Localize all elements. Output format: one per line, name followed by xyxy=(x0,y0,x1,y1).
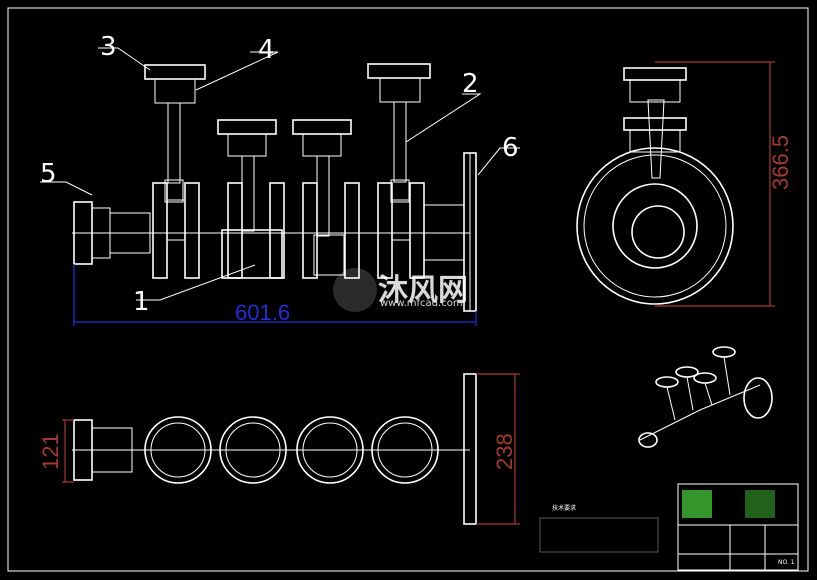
callout-3: 3 xyxy=(100,32,117,62)
callout-5: 5 xyxy=(40,159,57,189)
dimension-height-side: 366.5 xyxy=(768,135,793,190)
front-view[interactable]: 3 4 5 1 2 6 601.6 xyxy=(40,32,520,326)
dimension-height-bottom-left: 121 xyxy=(38,433,63,470)
piston-1 xyxy=(144,64,206,203)
title-block[interactable]: NO. 1 xyxy=(677,483,799,571)
callout-2: 2 xyxy=(462,69,479,99)
watermark: 沐风网 www.mfcad.com xyxy=(333,268,468,312)
bottom-view[interactable]: 121 238 xyxy=(38,373,520,525)
dimension-width-front: 601.6 xyxy=(235,300,290,325)
dimension-height-bottom-right: 238 xyxy=(492,433,517,470)
isometric-view[interactable] xyxy=(638,346,773,448)
watermark-brand: 沐风网 xyxy=(378,273,468,308)
piston-3 xyxy=(292,119,352,237)
piston-2 xyxy=(217,119,277,232)
callout-6: 6 xyxy=(502,133,519,163)
callout-1: 1 xyxy=(133,287,150,317)
sheet-number: NO. 1 xyxy=(778,559,795,566)
side-view[interactable]: 366.5 xyxy=(576,61,793,307)
piston-4 xyxy=(367,63,431,203)
technical-notes: 技术要求 xyxy=(539,504,659,553)
notes-title: 技术要求 xyxy=(552,504,576,512)
drawing-border xyxy=(7,7,809,572)
callout-4: 4 xyxy=(258,35,275,65)
watermark-url: www.mfcad.com xyxy=(380,298,463,309)
